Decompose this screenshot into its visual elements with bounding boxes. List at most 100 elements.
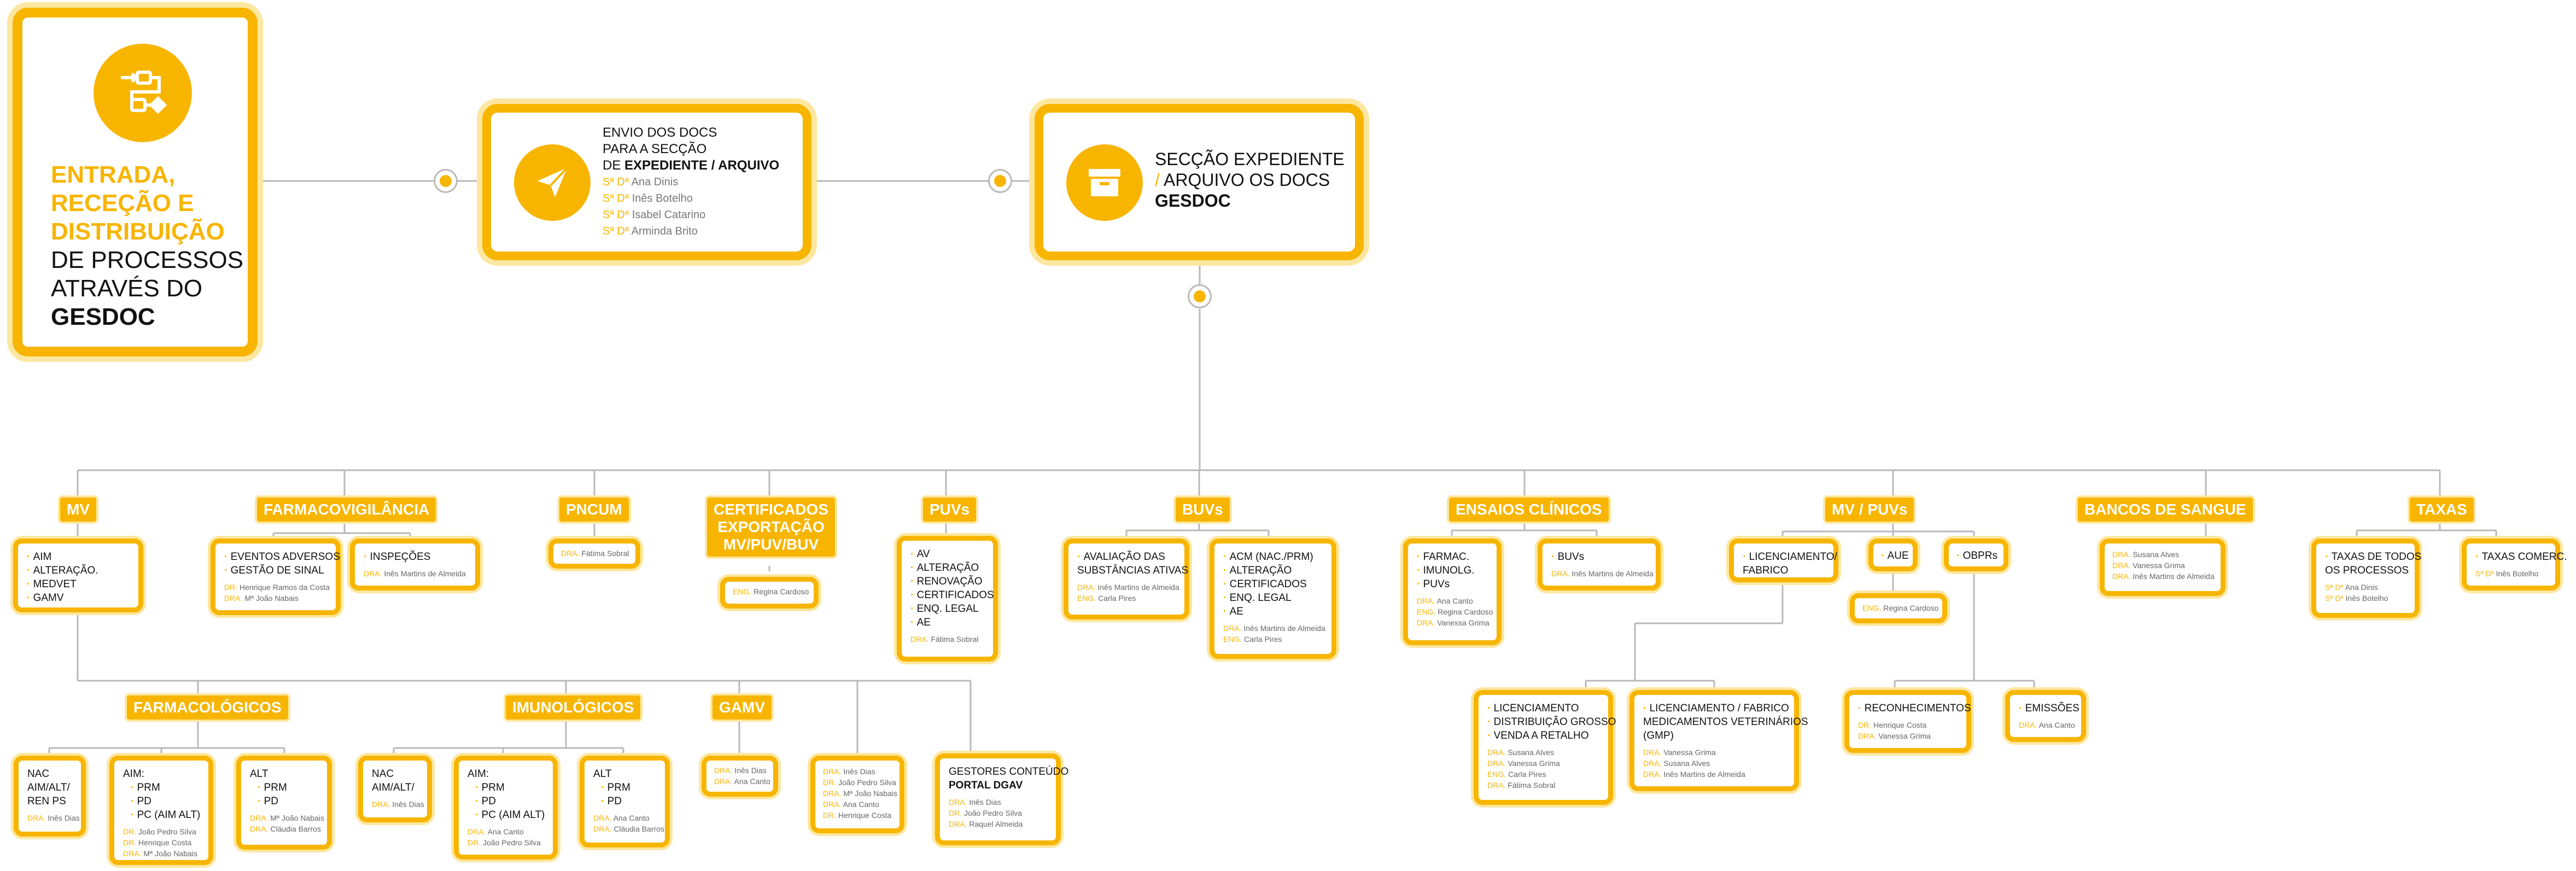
card-imu-alt: ALT · PRM · PD DRA. Ana Canto DRA. Cláud…	[580, 756, 670, 847]
connector-dot	[988, 169, 1012, 193]
list-item: · CERTIFICADOS	[1223, 578, 1307, 590]
person: DRA. Mª João Nabais	[823, 789, 897, 798]
card-mvpuvs-obprs: · OBPRs	[1944, 539, 2008, 571]
card-farmaco-eventos: · EVENTOS ADVERSOS · GESTÃO DE SINAL DR.…	[211, 539, 341, 615]
card-aue-person: ENG. Regina Cardoso	[1850, 593, 1947, 623]
person: ENG. Carla Pires	[1077, 594, 1136, 603]
list-item: · RENOVAÇÃO	[910, 576, 983, 587]
person: ENG. Regina Cardoso	[1417, 607, 1493, 616]
person: DRA. Ana Canto	[823, 800, 879, 809]
person: DR. Henrique Costa	[123, 838, 192, 847]
list-item: · PUVs	[1417, 578, 1450, 590]
person: DRA. Mª João Nabais	[224, 594, 299, 603]
list-item: · LICENCIAMENTO	[1487, 703, 1579, 714]
person: DR. João Pedro Silva	[123, 827, 196, 836]
header-ensaios: ENSAIOS CLÍNICOS	[1449, 498, 1609, 522]
list-item: MEDICAMENTOS VETERINÁRIOS	[1643, 716, 1808, 728]
card-lic-fabrico: · LICENCIAMENTO / FABRICO MEDICAMENTOS V…	[1629, 690, 1808, 791]
list-item: · TAXAS COMERC.	[2475, 551, 2567, 563]
header-buvs: BUVs	[1176, 498, 1230, 522]
list-item: · AE	[1223, 606, 1243, 617]
card-taxas-comerc: · TAXAS COMERC. Sª Dª Inês Botelho	[2462, 539, 2567, 591]
person: DRA. Cláudia Barros	[250, 825, 321, 833]
person: DRA. Fátima Sobral	[561, 549, 629, 558]
person: DRA. Inês Dias	[372, 800, 424, 809]
card-mvpuvs-aue: · AUE	[1868, 539, 1918, 571]
archive-icon	[1066, 144, 1143, 221]
list-item: · PRM	[601, 782, 630, 793]
header-farmacovigilancia: FARMACOVIGILÂNCIA	[257, 498, 436, 522]
list-item: · GESTÃO DE SINAL	[224, 565, 324, 576]
list-item: · AIM	[27, 551, 52, 563]
person: Sª Dª Ana Dinis	[2325, 583, 2378, 592]
person: DRA. Susana Alves	[2112, 550, 2180, 559]
list-item: · TAXAS DE TODOS	[2325, 551, 2422, 563]
person: DRA. Vanessa Grima	[1487, 759, 1560, 768]
connector-dot	[1188, 284, 1212, 308]
person: DRA. Ana Canto	[2019, 721, 2075, 729]
card-buvs-acm: · ACM (NAC./PRM) · ALTERAÇÃO · CERTIFICA…	[1210, 539, 1336, 659]
person: DRA. Mª João Nabais	[250, 814, 324, 822]
header-gamv: GAMV	[712, 695, 772, 720]
list-item: · DISTRIBUIÇÃO GROSSO	[1487, 716, 1616, 728]
list-item: · BUVs	[1551, 551, 1585, 563]
list-item: · PRM	[131, 782, 160, 793]
list-item: · ENQ. LEGAL	[910, 603, 979, 615]
person: DRA. Raquel Almeida	[949, 820, 1023, 828]
person: DRA. Inês Dias	[949, 798, 1001, 806]
card-certificados: ENG. Regina Cardoso	[720, 577, 819, 609]
list-item: AIM/ALT/	[372, 782, 414, 793]
person: DR. João Pedro Silva	[468, 838, 541, 847]
person: DRA. Vanessa Grima	[2112, 561, 2185, 570]
person: DRA. Fátima Sobral	[1487, 781, 1556, 790]
list-item: · PD	[258, 796, 279, 807]
list-item: · PRM	[475, 782, 505, 793]
list-item: · EMISSÕES	[2019, 703, 2080, 714]
person: DRA. Ana Canto	[593, 814, 650, 822]
person: DRA. Inês Dias	[27, 814, 80, 822]
list-item: · ALTERAÇÃO	[1223, 565, 1292, 576]
list-item: · EVENTOS ADVERSOS	[224, 551, 340, 563]
person: DRA. Fátima Sobral	[910, 635, 979, 644]
card-gestores: GESTORES CONTEÚDO PORTAL DGAV DRA. Inês …	[935, 753, 1068, 845]
list-item: NAC	[27, 768, 50, 780]
person: DRA. Inês Martins de Almeida	[1551, 569, 1654, 578]
person: DRA. Mª João Nabais	[123, 849, 197, 858]
person: DR. João Pedro Silva	[823, 778, 896, 787]
list-item: NAC	[372, 768, 394, 780]
header-imunologicos: IMUNOLÓGICOS	[506, 695, 641, 720]
card-mvpuvs-lic: · LICENCIAMENTO/ FABRICO	[1729, 539, 1838, 582]
card-imu-nac: NAC AIM/ALT/ DRA. Inês Dias	[358, 756, 432, 822]
list-item: AIM:	[468, 768, 489, 780]
card-reconhecimentos: · RECONHECIMENTOS DR. Henrique Costa DRA…	[1844, 690, 1971, 753]
person: DRA. Inês Martins de Almeida	[1077, 583, 1179, 592]
list-item: · PC (AIM ALT)	[475, 809, 545, 821]
seccao-title-line: SECÇÃO EXPEDIENTE	[1155, 149, 1345, 169]
person: DRA. Inês Dias	[823, 767, 875, 776]
person: Sª Dª Inês Botelho	[2475, 569, 2539, 578]
person: DR. Henrique Costa	[823, 811, 892, 820]
seccao-title-slash: /	[1155, 170, 1160, 190]
person: Sª Dª Inês Botelho	[2325, 594, 2388, 603]
list-item: · ALTERAÇÃO	[910, 562, 979, 574]
person: DRA. Ana Canto	[468, 827, 524, 836]
main-title-line: RECEÇÃO E	[51, 190, 194, 217]
person: DRA. Ana Canto	[1417, 597, 1473, 605]
envio-title-line: PARA A SECÇÃO	[603, 142, 707, 156]
list-item: FABRICO	[1743, 565, 1789, 576]
card-farm-aim: AIM: · PRM · PD · PC (AIM ALT) DR. João …	[109, 756, 213, 865]
person: DRA. Inês Martins de Almeida	[2112, 572, 2215, 581]
card-farm-alt: ALT · PRM · PD DRA. Mª João Nabais DRA. …	[236, 756, 332, 850]
list-item: AIM:	[123, 768, 145, 780]
card-lic-grosso: · LICENCIAMENTO · DISTRIBUIÇÃO GROSSO · …	[1474, 690, 1616, 805]
header-bancos: BANCOS DE SANGUE	[2078, 498, 2253, 522]
list-item: · LICENCIAMENTO / FABRICO	[1643, 703, 1789, 714]
main-title-line: ATRAVÉS DO	[51, 275, 203, 302]
person: DRA. Cláudia Barros	[593, 825, 664, 833]
card-puvs: · AV · ALTERAÇÃO · RENOVAÇÃO · CERTIFICA…	[897, 536, 998, 662]
person: DRA. Inês Dias	[714, 766, 767, 775]
envio-title-bold: EXPEDIENTE / ARQUIVO	[624, 158, 780, 173]
card-imu-aim: AIM: · PRM · PD · PC (AIM ALT) DRA. Ana …	[454, 756, 558, 860]
person: DR. João Pedro Silva	[949, 809, 1022, 817]
person: DRA. Susana Alves	[1487, 748, 1555, 757]
